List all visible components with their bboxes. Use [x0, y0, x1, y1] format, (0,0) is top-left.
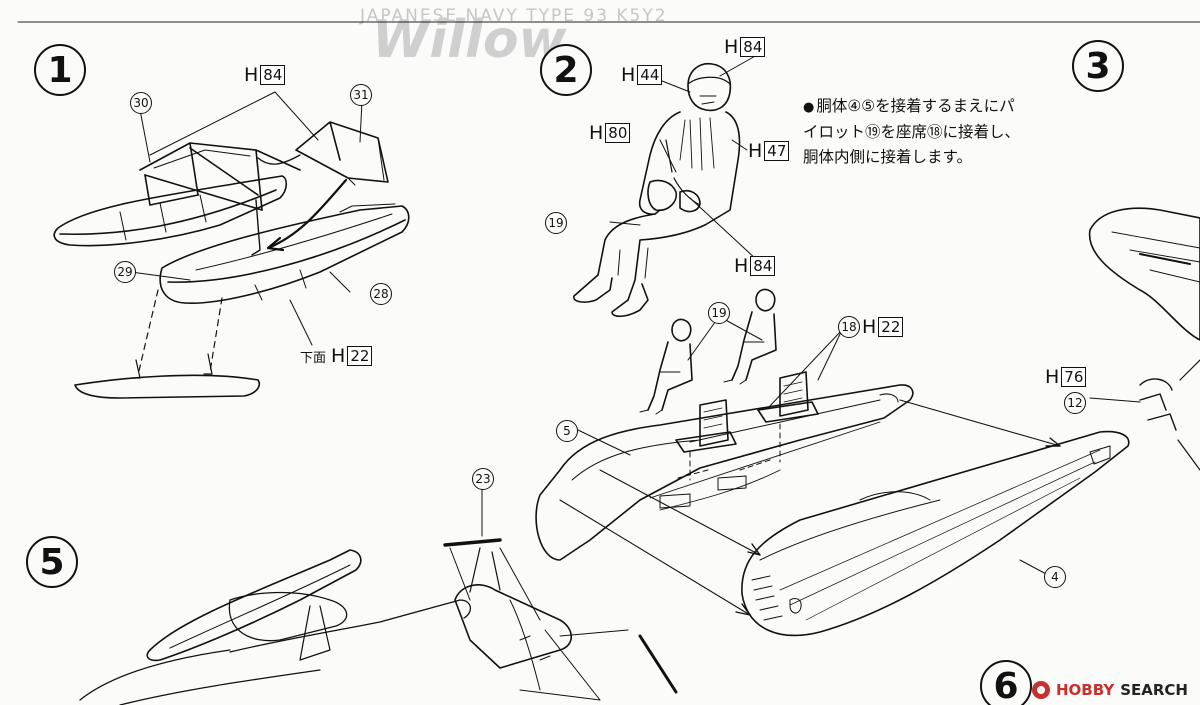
step-number-2: 2 — [540, 44, 592, 96]
color-code-box: 84 — [750, 256, 776, 276]
header-faint-text: JAPANESE NAVY TYPE 93 K5Y2 — [360, 6, 668, 26]
color-code-box: 44 — [637, 65, 663, 85]
note-text: 胴体④⑤を接着するまえにパイロット⑲を座席⑱に接着し、胴体内側に接着します。 — [803, 97, 1021, 166]
color-prefix: H — [1045, 366, 1060, 388]
step1-float-art — [53, 91, 410, 399]
color-prefix: H — [244, 64, 259, 86]
note-bullet: ● — [803, 100, 815, 115]
color-ref-h80-scarf: H 80 — [589, 122, 631, 144]
color-prefix: H — [734, 255, 749, 277]
color-prefix: H — [589, 122, 604, 144]
step5-aircraft-art — [79, 477, 678, 705]
color-ref-h84-step1: H 84 — [244, 64, 286, 86]
color-code-box: 22 — [347, 346, 373, 366]
color-code-box: 80 — [605, 123, 631, 143]
title-faint-text: Willow — [372, 10, 567, 70]
part-label-28: 28 — [370, 283, 392, 305]
color-ref-h22-underside: 下面 H 22 — [300, 345, 373, 367]
hobby-search-logo-icon — [1032, 681, 1050, 699]
part-label-18: 18 — [838, 316, 860, 338]
step-number-5: 5 — [26, 536, 78, 588]
color-code-box: 47 — [764, 141, 790, 161]
part-label-12: 12 — [1064, 392, 1086, 414]
color-note-underside: 下面 — [300, 350, 327, 366]
step3-wing-art — [1088, 207, 1200, 471]
color-prefix: H — [862, 316, 877, 338]
color-code-box: 84 — [740, 37, 766, 57]
part-label-30: 30 — [130, 92, 152, 114]
part-label-4: 4 — [1044, 566, 1066, 588]
part-label-23: 23 — [472, 468, 494, 490]
color-code-box: 22 — [878, 317, 904, 337]
color-code-box: 76 — [1061, 367, 1087, 387]
color-ref-h84-gloves: H 84 — [734, 255, 776, 277]
instruction-note: ●胴体④⑤を接着するまえにパイロット⑲を座席⑱に接着し、胴体内側に接着します。 — [803, 94, 1028, 170]
watermark-brand: HOBBY — [1056, 681, 1115, 699]
color-ref-h47-suit: H 47 — [748, 140, 790, 162]
step2-fuselage-art — [535, 384, 1130, 637]
color-ref-h22-seat: H 22 — [862, 316, 904, 338]
color-code-box: 84 — [260, 65, 286, 85]
part-label-19-large: 19 — [545, 212, 567, 234]
step-number-1: 1 — [34, 44, 86, 96]
step-number-3: 3 — [1072, 40, 1124, 92]
color-ref-h76: H 76 — [1045, 366, 1087, 388]
watermark-suffix: SEARCH — [1120, 681, 1188, 699]
part-label-31: 31 — [350, 84, 372, 106]
color-prefix: H — [621, 64, 636, 86]
color-ref-h44-face: H 44 — [621, 64, 663, 86]
hobby-search-watermark: HOBBY SEARCH — [1032, 681, 1188, 699]
part-label-29: 29 — [114, 261, 136, 283]
step2-small-pilots-art — [639, 288, 843, 481]
part-label-19-small: 19 — [708, 302, 730, 324]
color-prefix: H — [748, 140, 763, 162]
part-label-5: 5 — [556, 420, 578, 442]
step2-pilot-art — [573, 54, 758, 318]
color-ref-h84-helmet: H 84 — [724, 36, 766, 58]
color-prefix: H — [724, 36, 739, 58]
step-number-6: 6 — [980, 660, 1032, 705]
color-prefix: H — [331, 345, 346, 367]
